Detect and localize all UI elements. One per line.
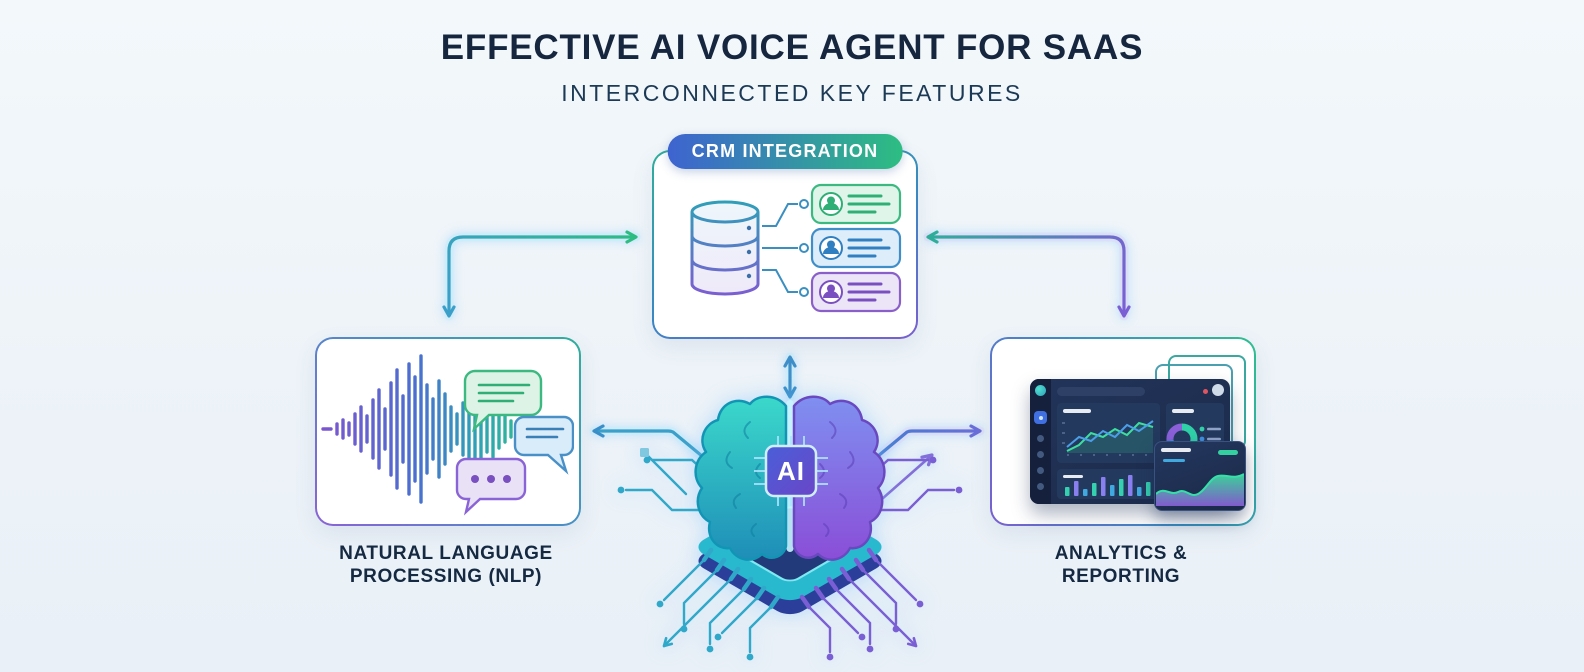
sidebar-nav-dot (1037, 435, 1044, 442)
line-chart-icon (1057, 403, 1160, 463)
nlp-node (315, 337, 581, 526)
sidebar-active-item (1034, 411, 1047, 424)
sidebar-nav-dot (1037, 483, 1044, 490)
analytics-label: ANALYTICS & REPORTING (1054, 543, 1188, 587)
audio-waveform-icon (321, 354, 533, 504)
dashboard-mockup-icon (992, 339, 1254, 524)
arrow-core-to-analytics (861, 424, 985, 507)
crm-badge: CRM INTEGRATION (667, 134, 903, 169)
ai-chip-label: AI (777, 456, 805, 486)
dashboard-logo-icon (1035, 385, 1046, 396)
contact-card-green (810, 183, 902, 225)
chat-bubble-purple-dots-icon (455, 457, 527, 516)
page-subtitle: INTERCONNECTED KEY FEATURES (561, 80, 1023, 106)
nlp-label: NATURAL LANGUAGE PROCESSING (NLP) (339, 543, 553, 587)
analytics-node (990, 337, 1256, 526)
circuit-traces-lower (656, 547, 924, 661)
nlp-icons-svg (321, 354, 574, 516)
contact-card-blue (810, 227, 902, 269)
chat-bubble-green-icon (463, 369, 543, 433)
chat-bubble-blue-icon (513, 415, 574, 475)
db-card-connectors (762, 199, 809, 297)
sidebar-nav-dot (1037, 451, 1044, 458)
bar-chart-icon (1057, 469, 1160, 499)
green-badge (1218, 450, 1238, 455)
user-avatar (1212, 384, 1224, 396)
database-icon (690, 200, 760, 296)
crm-icons-svg (690, 183, 902, 313)
contact-card-purple (810, 271, 902, 313)
sidebar-nav-dot (1037, 467, 1044, 474)
brain-icon: AI (694, 395, 886, 561)
search-bar (1057, 387, 1145, 396)
dashboard-sidebar (1030, 379, 1051, 504)
page-title: EFFECTIVE AI VOICE AGENT FOR SAAS (440, 28, 1144, 67)
ai-brain-chip-icon: AI (617, 395, 963, 661)
header: EFFECTIVE AI VOICE AGENT FOR SAAS INTERC… (0, 28, 1584, 107)
arrow-nlp-to-crm (442, 230, 641, 321)
area-chart-card-icon (1154, 441, 1246, 511)
arrow-analytics-to-crm (923, 230, 1131, 321)
notification-dot (1203, 389, 1208, 394)
ai-chip-core: AI (754, 436, 828, 506)
blue-line (1163, 459, 1185, 462)
arrow-core-to-nlp (589, 424, 719, 471)
crm-node: CRM INTEGRATION (652, 134, 918, 339)
